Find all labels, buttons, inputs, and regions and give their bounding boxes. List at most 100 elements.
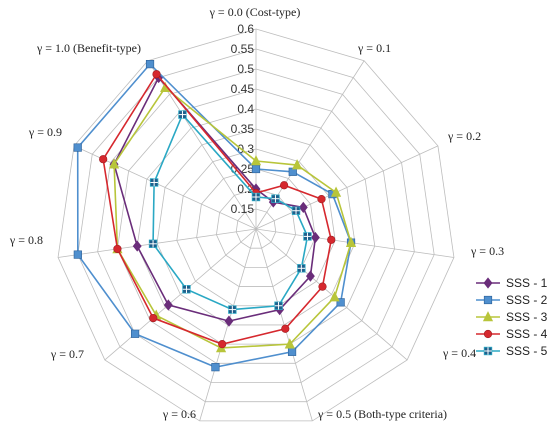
series-line <box>113 86 352 349</box>
legend-label: SSS - 3 <box>506 310 548 324</box>
data-point <box>178 110 187 119</box>
legend-label: SSS - 1 <box>506 276 548 290</box>
series <box>73 60 356 372</box>
data-point <box>318 282 327 291</box>
grid-ring <box>57 28 455 422</box>
grid-ring <box>196 168 316 287</box>
tick-label: 0.6 <box>237 22 254 36</box>
data-point <box>483 329 493 339</box>
axis-label: γ = 0.3 <box>470 244 504 258</box>
data-point <box>132 240 142 252</box>
series <box>99 70 336 349</box>
data-point <box>483 346 493 356</box>
tick-label: 0.5 <box>237 62 254 76</box>
data-point <box>305 270 315 282</box>
tick-label: 0.4 <box>237 102 254 116</box>
data-point <box>330 186 342 197</box>
data-point <box>149 313 158 323</box>
legend-item: SSS - 3 <box>476 310 548 324</box>
legend-item: SSS - 1 <box>476 276 548 290</box>
grid-ring <box>117 88 395 364</box>
tick-label: 0.45 <box>231 82 255 96</box>
grid-ring <box>235 208 277 249</box>
axis-label: γ = 0.7 <box>50 347 84 361</box>
data-point <box>99 155 108 164</box>
grid-spoke <box>104 228 257 361</box>
series-group <box>73 60 357 372</box>
data-point <box>298 201 308 214</box>
grid-spoke <box>255 145 439 230</box>
grid-ring <box>77 48 435 403</box>
data-point <box>327 235 336 244</box>
legend-item: SSS - 2 <box>476 293 548 307</box>
axis-label: γ = 0.1 <box>357 41 391 55</box>
data-point <box>152 70 161 79</box>
legend-item: SSS - 5 <box>476 344 548 358</box>
tick-label: 0.15 <box>231 202 255 216</box>
data-point <box>224 315 234 327</box>
data-point <box>483 295 493 305</box>
axis-label: γ = 0.8 <box>9 233 43 247</box>
radial-tick-labels: 0.150.20.250.30.350.40.450.50.550.6 <box>231 22 255 216</box>
axis-label: γ = 0.0 (Cost-type) <box>209 5 301 19</box>
data-point <box>211 363 220 372</box>
data-point <box>345 236 357 247</box>
data-point <box>291 206 301 215</box>
series-line <box>76 62 352 369</box>
tick-label: 0.55 <box>231 42 255 56</box>
data-point <box>274 301 283 310</box>
data-point <box>281 324 290 333</box>
tick-label: 0.35 <box>231 122 255 136</box>
series-line <box>102 72 333 345</box>
data-point <box>113 244 122 254</box>
data-point <box>163 299 173 311</box>
data-point <box>130 329 140 338</box>
legend-label: SSS - 2 <box>506 293 548 307</box>
axis-label: γ = 0.5 (Both-type criteria) <box>317 407 447 421</box>
data-point <box>291 159 303 170</box>
series <box>148 110 312 314</box>
data-point <box>297 264 306 273</box>
series-line <box>113 76 317 322</box>
data-point <box>310 231 320 244</box>
data-point <box>251 192 261 202</box>
data-point <box>329 291 340 302</box>
data-point <box>218 340 227 349</box>
grid-ring <box>136 108 376 345</box>
tick-label: 0.25 <box>231 162 255 176</box>
axis-label: γ = 0.2 <box>447 129 481 143</box>
data-point <box>73 143 82 152</box>
data-point <box>280 181 289 190</box>
data-point <box>483 277 493 289</box>
data-point <box>271 194 280 203</box>
data-point <box>303 232 312 241</box>
data-point <box>73 250 82 259</box>
data-point <box>148 239 158 249</box>
axis-labels: γ = 0.0 (Cost-type) γ = 0.1 γ = 0.2 γ = 0.3… <box>9 5 504 421</box>
data-point <box>145 60 155 69</box>
legend-item: SSS - 4 <box>476 327 548 341</box>
legend-label: SSS - 4 <box>506 327 548 341</box>
legend: SSS - 1 SSS - 2 SSS - 3 SSS - 4 SSS - 5 <box>476 276 548 358</box>
axis-label: γ = 0.9 <box>28 125 62 139</box>
data-point <box>228 305 237 314</box>
grid-ring <box>156 128 356 326</box>
data-point <box>251 164 261 174</box>
axis-label: γ = 0.4 <box>442 346 476 360</box>
grid-spoke <box>255 228 408 361</box>
data-point <box>284 338 295 349</box>
series <box>109 71 320 327</box>
data-point <box>482 311 494 322</box>
grid-ring <box>215 188 297 268</box>
tick-label: 0.3 <box>237 142 254 156</box>
grid <box>57 28 455 422</box>
data-point <box>336 298 345 307</box>
axis-label: γ = 1.0 (Benefit-type) <box>36 41 141 55</box>
data-point <box>317 194 326 204</box>
legend-label: SSS - 5 <box>506 344 548 358</box>
axis-label: γ = 0.6 <box>162 407 196 421</box>
data-point <box>149 178 159 187</box>
data-point <box>287 347 297 356</box>
data-point <box>108 158 120 169</box>
